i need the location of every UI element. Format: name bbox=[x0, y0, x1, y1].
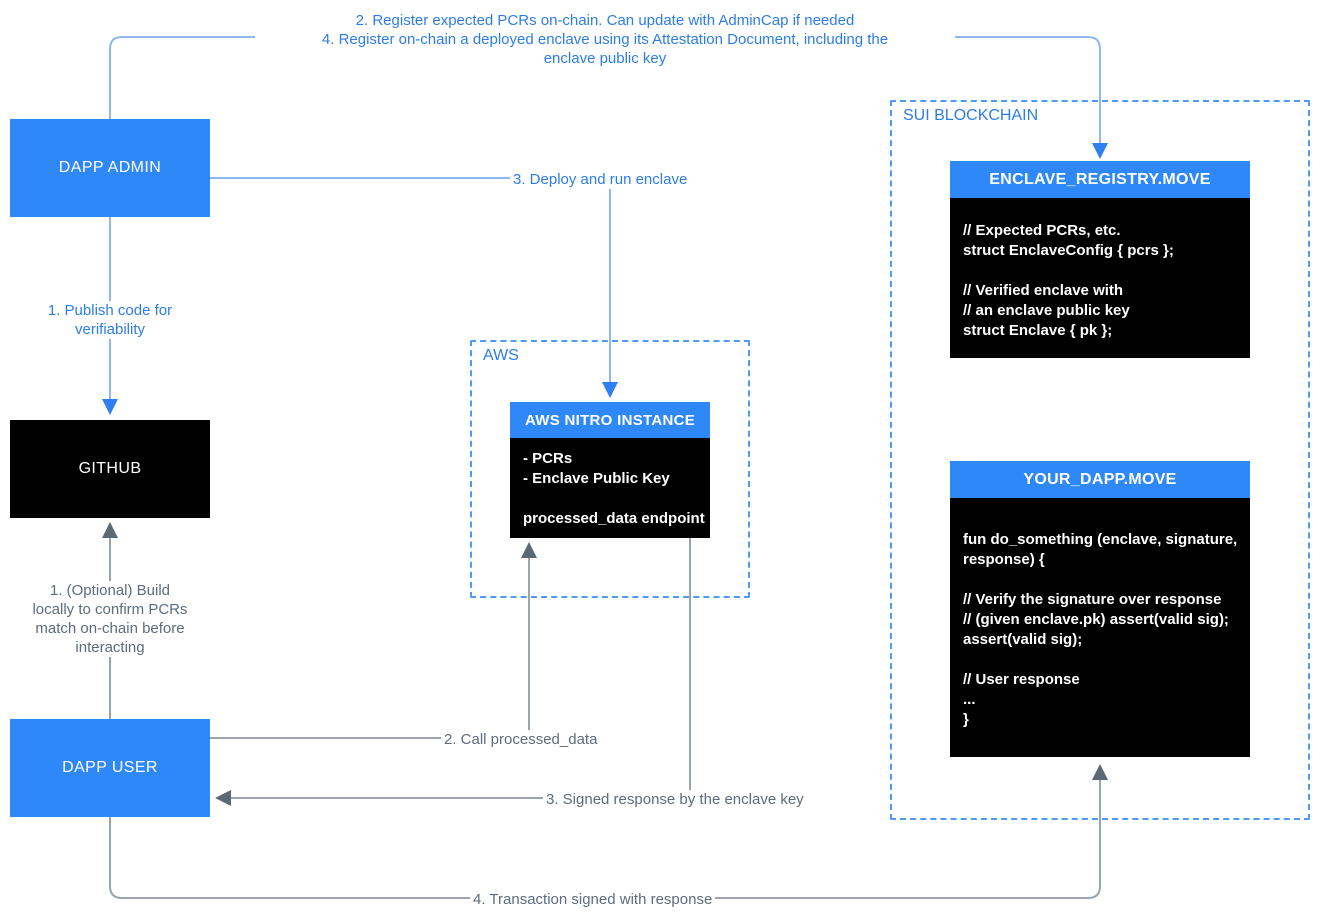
call-processed-data-label: 2. Call processed_data bbox=[441, 730, 601, 749]
code-line: ... bbox=[963, 691, 976, 708]
register-on-chain-label-line3: enclave public key bbox=[543, 50, 667, 67]
dapp-admin-label: DAPP ADMIN bbox=[58, 159, 162, 176]
aws-nitro-instance-title: AWS NITRO INSTANCE bbox=[510, 402, 710, 438]
code-line: struct Enclave { pk }; bbox=[963, 322, 1113, 339]
arrow-signed-response-head bbox=[215, 790, 231, 806]
dapp-user-node: DAPP USER bbox=[10, 719, 210, 817]
optional-build-label-line3: match on-chain before bbox=[35, 620, 185, 637]
your-dapp-title: YOUR_DAPP.MOVE bbox=[950, 461, 1250, 498]
code-line: response) { bbox=[963, 551, 1045, 568]
aws-nitro-instance-body: - PCRs - Enclave Public Key processed_da… bbox=[510, 438, 710, 538]
register-on-chain-label-line2: 4. Register on-chain a deployed enclave … bbox=[321, 31, 889, 48]
enclave-registry-title: ENCLAVE_REGISTRY.MOVE bbox=[950, 161, 1250, 198]
enclave-registry-module: ENCLAVE_REGISTRY.MOVE // Expected PCRs, … bbox=[950, 161, 1250, 358]
dapp-admin-node: DAPP ADMIN bbox=[10, 119, 210, 217]
github-label: GITHUB bbox=[78, 460, 142, 477]
dapp-user-label: DAPP USER bbox=[62, 759, 158, 776]
register-on-chain-label: 2. Register expected PCRs on-chain. Can … bbox=[255, 11, 955, 68]
your-dapp-module: YOUR_DAPP.MOVE fun do_something (enclave… bbox=[950, 461, 1250, 757]
code-line: struct EnclaveConfig { pcrs }; bbox=[963, 242, 1174, 259]
optional-build-label: 1. (Optional) Build locally to confirm P… bbox=[14, 581, 206, 657]
deploy-enclave-label: 3. Deploy and run enclave bbox=[510, 170, 691, 189]
signed-response-label: 3. Signed response by the enclave key bbox=[543, 790, 807, 809]
code-line: // (given enclave.pk) assert(valid sig); bbox=[963, 611, 1229, 628]
optional-build-label-line4: interacting bbox=[75, 639, 145, 656]
code-line: - PCRs bbox=[523, 450, 573, 467]
code-line bbox=[963, 261, 1237, 281]
code-line: assert(valid sig); bbox=[963, 631, 1083, 648]
github-node: GITHUB bbox=[10, 420, 210, 518]
arrow-optional-build-head bbox=[102, 522, 118, 538]
publish-code-label-line2: verifiability bbox=[74, 321, 146, 338]
code-line: processed_data endpoint bbox=[523, 510, 705, 527]
code-line: } bbox=[963, 711, 969, 728]
aws-zone-label: AWS bbox=[481, 347, 521, 365]
sui-blockchain-zone-label: SUI BLOCKCHAIN bbox=[901, 107, 1041, 125]
code-line: // an enclave public key bbox=[963, 302, 1130, 319]
publish-code-label: 1. Publish code for verifiability bbox=[20, 301, 200, 339]
code-line: // Expected PCRs, etc. bbox=[963, 222, 1121, 239]
code-line bbox=[963, 650, 1237, 670]
aws-nitro-instance-module: AWS NITRO INSTANCE - PCRs - Enclave Publ… bbox=[510, 402, 710, 538]
code-line bbox=[963, 570, 1237, 590]
code-line: fun do_something (enclave, signature, bbox=[963, 531, 1238, 548]
code-line: // Verify the signature over response bbox=[963, 591, 1222, 608]
publish-code-label-line1: 1. Publish code for bbox=[47, 302, 173, 319]
code-line: // Verified enclave with bbox=[963, 282, 1124, 299]
your-dapp-body: fun do_something (enclave, signature, re… bbox=[950, 498, 1250, 757]
code-line bbox=[523, 489, 697, 509]
register-on-chain-label-line1: 2. Register expected PCRs on-chain. Can … bbox=[355, 12, 855, 29]
optional-build-label-line2: locally to confirm PCRs bbox=[32, 601, 188, 618]
arrow-publish-code-head bbox=[102, 399, 118, 415]
code-line: // User response bbox=[963, 671, 1080, 688]
enclave-registry-body: // Expected PCRs, etc. struct EnclaveCon… bbox=[950, 198, 1250, 358]
code-line: - Enclave Public Key bbox=[523, 470, 670, 487]
optional-build-label-line1: 1. (Optional) Build bbox=[49, 582, 171, 599]
transaction-signed-label: 4. Transaction signed with response bbox=[470, 890, 716, 909]
